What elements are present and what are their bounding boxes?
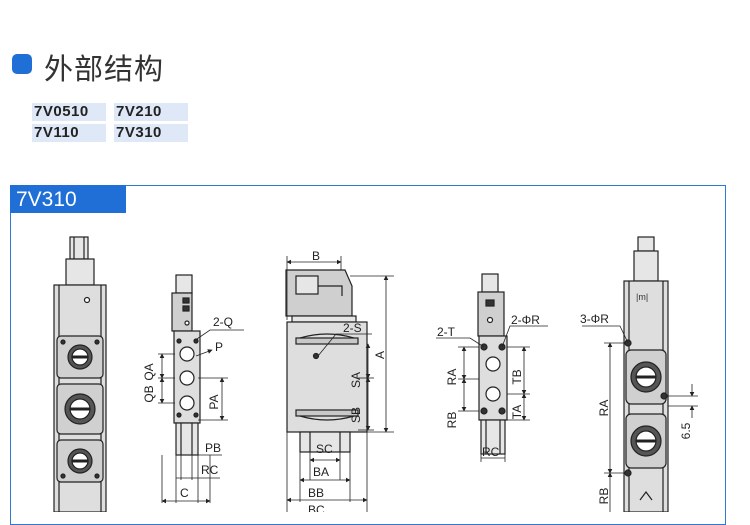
model-label: 7V110 [32,124,106,142]
label-ra: RA [445,369,459,386]
label-rc-2: RC [482,445,500,459]
label-a: A [373,351,387,359]
label-ra-2: RA [597,400,611,417]
label-c: C [180,486,189,500]
view-port-dimensions [436,325,548,462]
label-sa: SA [349,372,363,388]
label-qb: QB [142,385,156,402]
label-bc: BC [308,503,325,512]
label-b: B [312,249,320,263]
view-end [285,269,368,453]
label-rb: RB [445,412,459,429]
label-bb: BB [308,486,324,500]
technical-drawing: |m| 2-Q P QA QB PA PB RC C B 2-S A SA SB… [53,236,698,512]
label-2-s: 2-S [343,321,362,335]
label-2-q: 2-Q [213,315,233,329]
label-qa: QA [142,363,156,380]
label-sc: SC [316,442,333,456]
label-ta: TA [510,405,524,419]
svg-text:|m|: |m| [636,292,648,302]
view-right-dimensions [582,325,698,512]
label-rc: RC [201,463,219,477]
view-end-dimensions [286,256,394,512]
label-pa: PA [207,394,221,409]
label-ba: BA [313,465,329,479]
label-2-t: 2-T [437,325,456,339]
dimension-labels: 2-Q P QA QB PA PB RC C B 2-S A SA SB SC … [142,249,693,512]
label-2-phi-r: 2-ΦR [511,313,540,327]
label-p: P [215,340,223,354]
page-title: 外部结构 [44,52,165,86]
label-tb: TB [510,369,524,384]
view-front [53,236,107,512]
label-3-phi-r: 3-ΦR [580,312,609,326]
view-side [171,274,201,456]
view-port [477,273,508,455]
model-label: 7V210 [114,103,188,121]
model-label: 7V310 [114,124,188,142]
label-pb: PB [205,441,221,455]
title-bullet [12,54,32,74]
label-rb-2: RB [597,488,611,505]
label-sb: SB [349,407,363,423]
view-right: |m| [623,236,669,512]
label-6-5: 6.5 [679,422,693,439]
view-side-dimensions [158,329,244,504]
model-label: 7V0510 [32,103,106,121]
panel-tab: 7V310 [10,185,126,213]
